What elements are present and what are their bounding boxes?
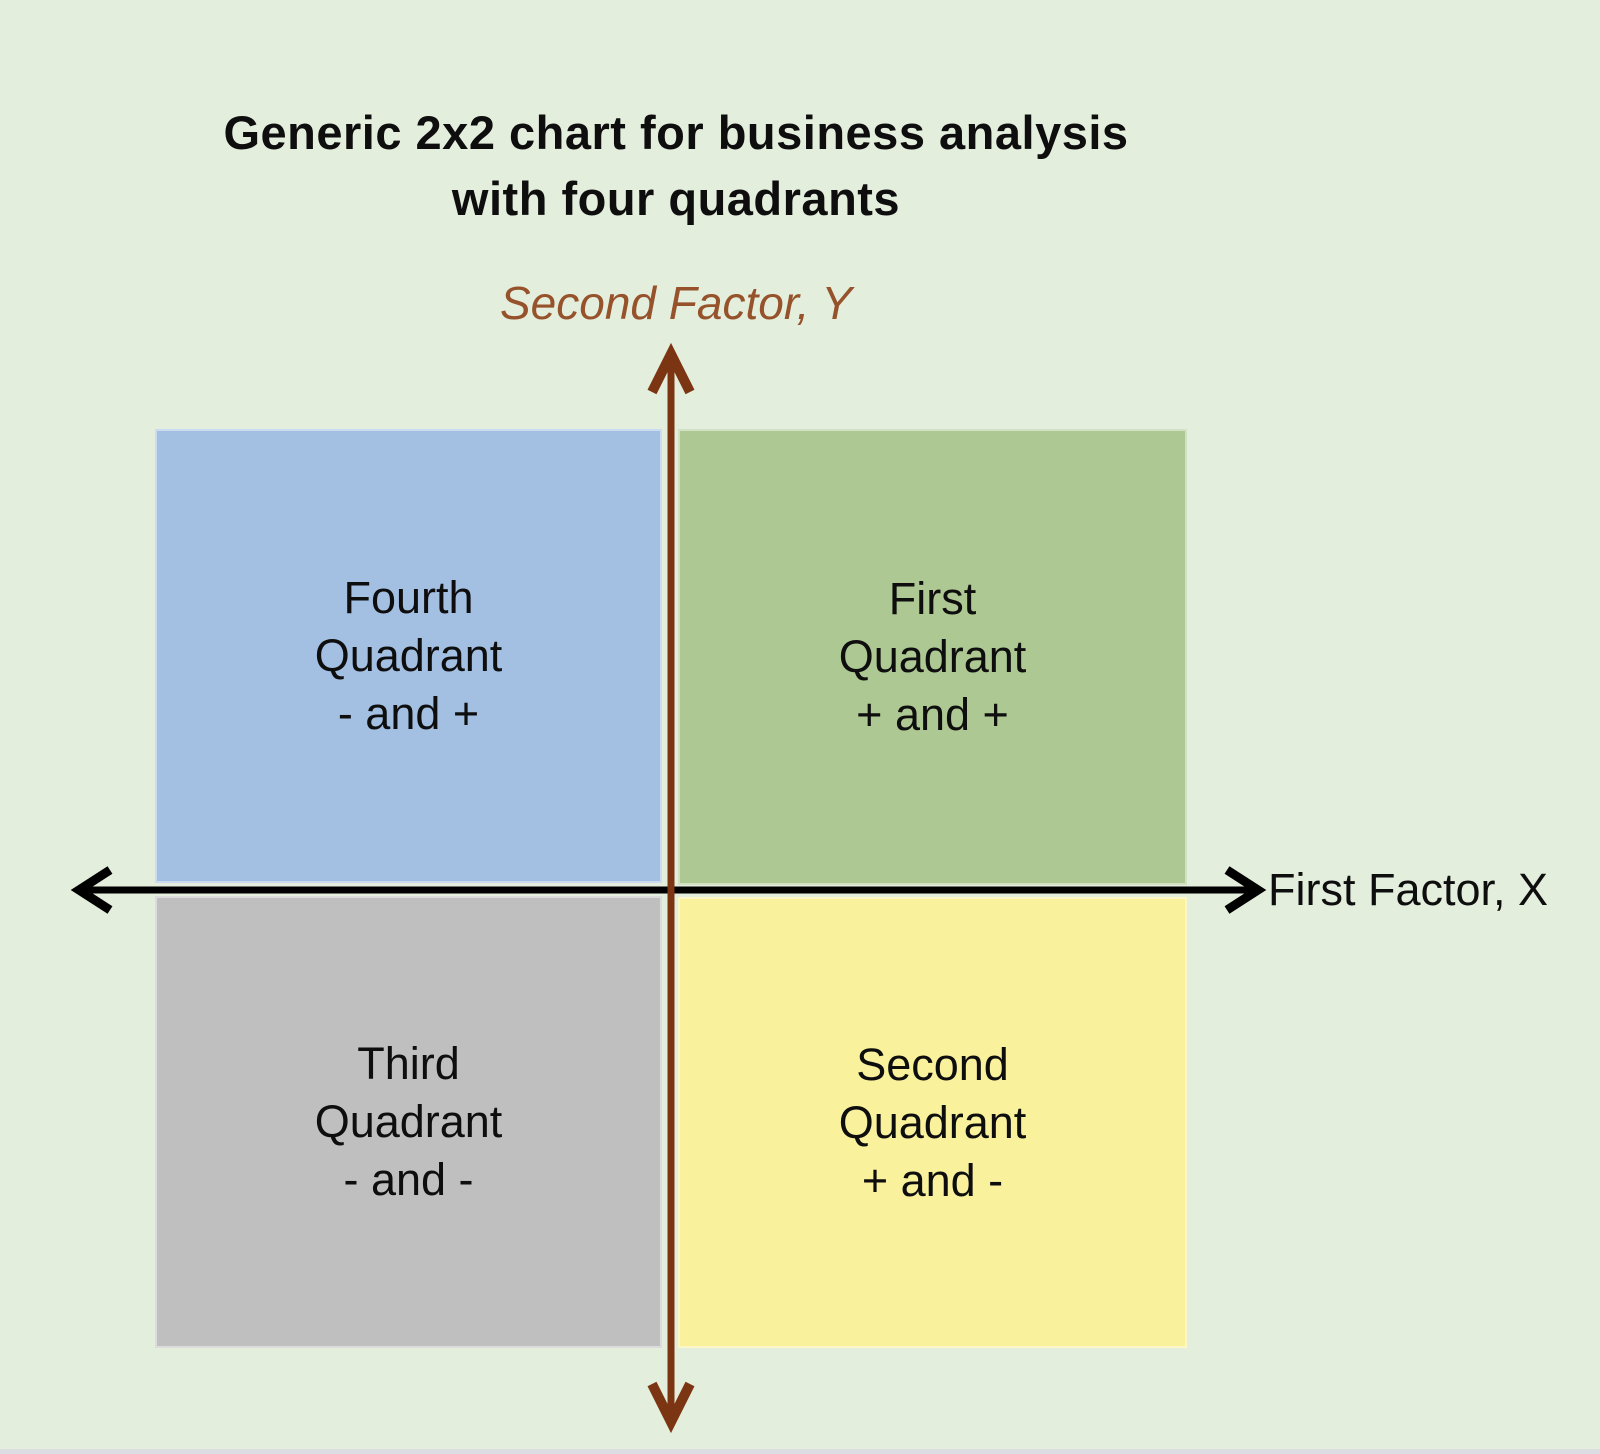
chart-title: Generic 2x2 chart for business analysis … bbox=[0, 100, 1352, 232]
quadrant-first-line2: Quadrant bbox=[838, 631, 1027, 682]
quadrant-third-line2: Quadrant bbox=[314, 1096, 503, 1147]
window-bottom-edge bbox=[0, 1449, 1600, 1454]
quadrant-fourth: Fourth Quadrant - and + bbox=[155, 429, 662, 883]
quadrant-fourth-line2: Quadrant bbox=[314, 630, 503, 681]
quadrant-first: First Quadrant + and + bbox=[678, 429, 1187, 885]
x-axis-right-arrowhead-icon bbox=[1224, 866, 1267, 914]
quadrant-third-line1: Third bbox=[357, 1038, 460, 1089]
quadrant-fourth-line3: - and + bbox=[337, 688, 480, 739]
quadrant-second: Second Quadrant + and - bbox=[678, 897, 1187, 1348]
quadrant-first-line1: First bbox=[888, 573, 977, 624]
chart-title-line2: with four quadrants bbox=[451, 172, 901, 225]
quadrant-first-line3: + and + bbox=[856, 689, 1009, 740]
x-axis-left-arrowhead-icon bbox=[70, 866, 113, 914]
quadrant-fourth-line1: Fourth bbox=[343, 572, 474, 623]
quadrant-second-line2: Quadrant bbox=[838, 1096, 1027, 1148]
x-axis-label: First Factor, X bbox=[1268, 864, 1549, 915]
quadrant-second-line3: + and - bbox=[861, 1154, 1004, 1206]
quadrant-third: Third Quadrant - and - bbox=[155, 896, 662, 1348]
quadrant-third-line3: - and - bbox=[343, 1154, 474, 1205]
y-axis-top-arrowhead-icon bbox=[647, 342, 695, 395]
y-axis-bottom-arrowhead-icon bbox=[647, 1381, 695, 1434]
y-axis-label: Second Factor, Y bbox=[499, 277, 853, 329]
quadrant-second-line1: Second bbox=[856, 1038, 1009, 1090]
chart-title-line1: Generic 2x2 chart for business analysis bbox=[223, 106, 1129, 159]
